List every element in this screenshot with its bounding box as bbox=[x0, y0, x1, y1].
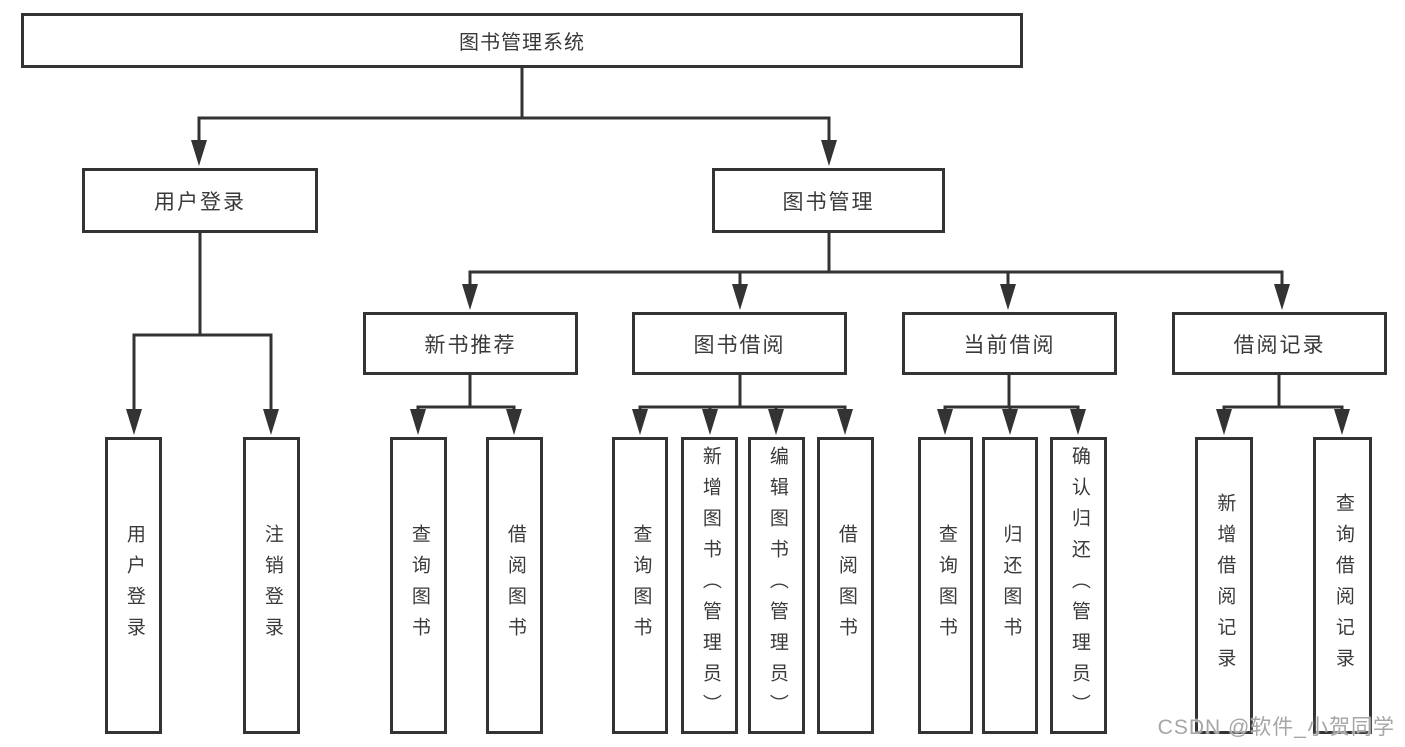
leaf-logout-label: 注销登录 bbox=[261, 523, 283, 648]
node-current-borrowing: 当前借阅 bbox=[902, 312, 1117, 375]
connector-user-login-to-leaves bbox=[126, 231, 279, 435]
node-user-login: 用户登录 bbox=[82, 168, 318, 233]
arrowhead-down-icon bbox=[1216, 409, 1232, 435]
leaf-borrowing-add-books-admin: 新增图书（管理员） bbox=[681, 437, 738, 734]
leaf-logout: 注销登录 bbox=[243, 437, 300, 734]
arrowhead-down-icon bbox=[410, 409, 426, 435]
leaf-borrowing-add-books-admin-label: 新增图书（管理员） bbox=[699, 446, 721, 725]
arrowhead-down-icon bbox=[821, 140, 837, 166]
connector-current-borrowing-to-leaves bbox=[937, 373, 1086, 435]
arrowhead-down-icon bbox=[732, 284, 748, 310]
node-borrowing-records-label: 借阅记录 bbox=[1233, 333, 1326, 357]
leaf-borrowing-query-books-label: 查询图书 bbox=[630, 523, 652, 648]
arrowhead-down-icon bbox=[1002, 409, 1018, 435]
leaf-borrowing-edit-books-admin-label: 编辑图书（管理员） bbox=[766, 446, 788, 725]
leaf-borrowing-borrow-books-label: 借阅图书 bbox=[835, 523, 857, 648]
arrowhead-down-icon bbox=[1000, 284, 1016, 310]
arrowhead-down-icon bbox=[702, 409, 718, 435]
leaf-current-return-books: 归还图书 bbox=[982, 437, 1038, 734]
leaf-records-query-record-label: 查询借阅记录 bbox=[1332, 492, 1354, 679]
arrowhead-down-icon bbox=[191, 140, 207, 166]
arrowhead-down-icon bbox=[937, 409, 953, 435]
node-book-management-label: 图书管理 bbox=[782, 190, 875, 214]
arrowhead-down-icon bbox=[837, 409, 853, 435]
arrowhead-down-icon bbox=[1334, 409, 1350, 435]
connector-book-management-to-level3 bbox=[462, 231, 1290, 310]
leaf-borrowing-edit-books-admin: 编辑图书（管理员） bbox=[748, 437, 805, 734]
arrowhead-down-icon bbox=[1274, 284, 1290, 310]
leaf-records-add-record-label: 新增借阅记录 bbox=[1214, 492, 1236, 679]
arrowhead-down-icon bbox=[462, 284, 478, 310]
node-root: 图书管理系统 bbox=[21, 13, 1023, 68]
node-user-login-label: 用户登录 bbox=[154, 190, 246, 214]
connector-new-book-recommend-to-leaves bbox=[410, 373, 522, 435]
leaf-current-query-books-label: 查询图书 bbox=[935, 523, 957, 648]
leaf-user-login: 用户登录 bbox=[105, 437, 162, 734]
node-book-borrowing-label: 图书借阅 bbox=[693, 333, 786, 357]
leaf-user-login-label: 用户登录 bbox=[123, 523, 145, 648]
arrowhead-down-icon bbox=[506, 409, 522, 435]
node-new-book-recommend-label: 新书推荐 bbox=[424, 333, 517, 357]
leaf-current-query-books: 查询图书 bbox=[918, 437, 973, 734]
node-book-borrowing: 图书借阅 bbox=[632, 312, 847, 375]
leaf-borrowing-query-books: 查询图书 bbox=[612, 437, 668, 734]
leaf-recommend-query-books-label: 查询图书 bbox=[408, 523, 430, 648]
leaf-recommend-borrow-books-label: 借阅图书 bbox=[504, 523, 526, 648]
connector-borrowing-records-to-leaves bbox=[1216, 373, 1350, 435]
node-root-label: 图书管理系统 bbox=[459, 32, 585, 54]
leaf-records-query-record: 查询借阅记录 bbox=[1313, 437, 1372, 734]
csdn-watermark: CSDN @软件_小贺同学 bbox=[1157, 716, 1395, 739]
node-current-borrowing-label: 当前借阅 bbox=[963, 333, 1056, 357]
arrowhead-down-icon bbox=[1070, 409, 1086, 435]
leaf-recommend-query-books: 查询图书 bbox=[390, 437, 447, 734]
arrowhead-down-icon bbox=[632, 409, 648, 435]
leaf-borrowing-borrow-books: 借阅图书 bbox=[817, 437, 874, 734]
leaf-current-return-books-label: 归还图书 bbox=[1000, 523, 1022, 648]
leaf-current-confirm-return-admin: 确认归还（管理员） bbox=[1050, 437, 1107, 734]
leaf-current-confirm-return-admin-label: 确认归还（管理员） bbox=[1068, 446, 1090, 725]
connector-root-to-level2 bbox=[191, 66, 837, 166]
arrowhead-down-icon bbox=[768, 409, 784, 435]
connector-book-borrowing-to-leaves bbox=[632, 373, 853, 435]
leaf-recommend-borrow-books: 借阅图书 bbox=[486, 437, 543, 734]
leaf-records-add-record: 新增借阅记录 bbox=[1195, 437, 1253, 734]
node-borrowing-records: 借阅记录 bbox=[1172, 312, 1387, 375]
arrowhead-down-icon bbox=[263, 409, 279, 435]
arrowhead-down-icon bbox=[126, 409, 142, 435]
node-new-book-recommend: 新书推荐 bbox=[363, 312, 578, 375]
node-book-management: 图书管理 bbox=[712, 168, 945, 233]
